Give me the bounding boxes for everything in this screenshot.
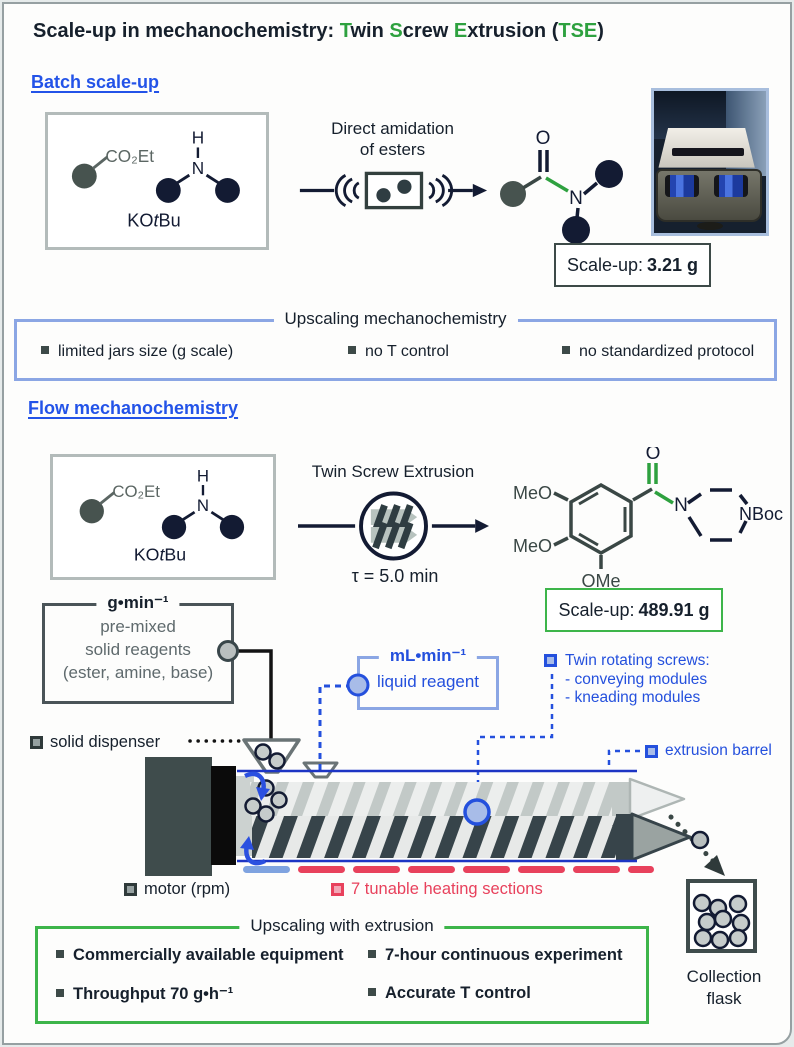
svg-text:MeO: MeO [513, 536, 552, 556]
ext-bullet-3: Throughput 70 g•h⁻¹ [56, 984, 233, 1004]
svg-text:MeO: MeO [513, 483, 552, 503]
svg-text:OMe: OMe [581, 571, 620, 589]
photo-grinding-jar-right [714, 174, 749, 198]
barrel-square-icon [645, 744, 658, 758]
piperazine-ring [687, 488, 749, 542]
svg-text:CO₂Et: CO₂Et [105, 146, 154, 166]
batch-heading-label: Batch scale-up [31, 72, 160, 92]
svg-text:CO₂Et: CO₂Et [112, 482, 160, 501]
solid-feed-description: pre-mixed solid reagents (ester, amine, … [62, 617, 214, 682]
svg-text:NBoc: NBoc [739, 504, 783, 524]
bullet-square-icon [56, 989, 64, 997]
upscaling-mechanochemistry-legend: Upscaling mechanochemistry [273, 309, 518, 329]
screws-square-icon [544, 654, 557, 667]
svg-text:N: N [674, 495, 688, 516]
photo-control-panel [671, 147, 744, 157]
mech-bullet-2: no T control [348, 343, 449, 361]
bullet-square-icon [562, 346, 570, 354]
ext-bullet-1: Commercially available equipment [56, 946, 344, 965]
photo-handle [696, 221, 724, 231]
flow-reaction-label: Twin Screw Extrusion [311, 462, 475, 481]
batch-reaction-label: Direct amidation of esters [331, 119, 454, 160]
motor-square-icon [124, 883, 137, 896]
photo-grinding-jar-left [665, 174, 699, 198]
liquid-feed-box: mL•min⁻¹ liquid reagent [357, 646, 499, 710]
batch-scale-value: 3.21 g [647, 254, 699, 275]
batch-reactants-box: CO₂Et H N KOtBu [45, 112, 269, 250]
flow-reactants-molecules: CO₂Et H N KOtBu [79, 466, 245, 565]
mech-bullet-3: no standardized protocol [562, 343, 754, 361]
solid-feed-rate-legend: g•min⁻¹ [96, 593, 180, 613]
collection-flask-label: Collection flask [686, 967, 762, 1009]
page-title: Scale-up in mechanochemistry: Twin Screw… [33, 20, 604, 42]
svg-text:H: H [192, 128, 204, 148]
upscaling-extrusion-legend: Upscaling with extrusion [239, 916, 445, 936]
bullet-square-icon [368, 950, 376, 958]
svg-text:H: H [197, 466, 209, 485]
upscaling-extrusion-box: Upscaling with extrusion Commercially av… [35, 916, 649, 1024]
photo-mill-body [658, 127, 755, 168]
flow-scale-value: 489.91 g [638, 599, 710, 620]
bullet-square-icon [348, 346, 356, 354]
twin-screws-note: Twin rotating screws: - conveying module… [544, 652, 710, 708]
ball-mill-photo [651, 88, 769, 236]
mech-bullet-1: limited jars size (g scale) [41, 343, 233, 361]
svg-text:KOtBu: KOtBu [134, 545, 186, 565]
flow-scale-box: Scale-up: 489.91 g [545, 588, 723, 632]
flow-heading-label: Flow mechanochemistry [28, 398, 239, 418]
extrusion-barrel-note: extrusion barrel [645, 742, 772, 760]
flow-reactants-box: CO₂Et H N KOtBu [50, 454, 276, 580]
svg-text:N: N [197, 496, 209, 515]
svg-text:N: N [192, 158, 204, 178]
bullet-square-icon [368, 988, 376, 996]
svg-text:N: N [569, 188, 583, 209]
residence-time-label: τ = 5.0 min [351, 566, 439, 586]
liquid-feed-rate-legend: mL•min⁻¹ [378, 646, 478, 666]
motor-note: motor (rpm) [124, 880, 230, 899]
upscaling-mechanochemistry-box: Upscaling mechanochemistry limited jars … [14, 309, 777, 381]
heating-sections-note: 7 tunable heating sections [331, 880, 543, 899]
svg-text:KOtBu: KOtBu [127, 211, 180, 231]
bullet-square-icon [41, 346, 49, 354]
heating-square-icon [331, 883, 344, 896]
liquid-reagent-label: liquid reagent [376, 672, 480, 691]
batch-product-molecule: O N [500, 128, 623, 244]
bullet-square-icon [56, 950, 64, 958]
batch-scale-label: Scale-up: [566, 254, 643, 275]
solid-feed-box: g•min⁻¹ pre-mixed solid reagents (ester,… [42, 593, 234, 704]
solid-dispenser-note: solid dispenser [30, 733, 160, 752]
flow-product-molecule: MeO MeO OMe O N NBoc [513, 447, 783, 589]
benzene-ring [569, 482, 633, 556]
ball-mill-arrow-icon [299, 171, 488, 210]
screws-note-title: Twin rotating screws: [565, 652, 710, 669]
batch-section-heading: Batch scale-up [31, 72, 159, 93]
batch-reactants-molecules: CO₂Et H N KOtBu [71, 128, 240, 231]
batch-scale-box: Scale-up: 3.21 g [554, 243, 711, 287]
ext-bullet-2: 7-hour continuous experiment [368, 946, 622, 965]
flow-scale-label: Scale-up: [558, 599, 635, 620]
svg-text:O: O [646, 447, 661, 464]
dispenser-square-icon [30, 736, 43, 749]
twin-screw-extruder-icon [298, 491, 490, 561]
svg-text:O: O [536, 128, 551, 149]
ext-bullet-4: Accurate T control [368, 984, 531, 1003]
flow-section-heading: Flow mechanochemistry [28, 398, 238, 419]
